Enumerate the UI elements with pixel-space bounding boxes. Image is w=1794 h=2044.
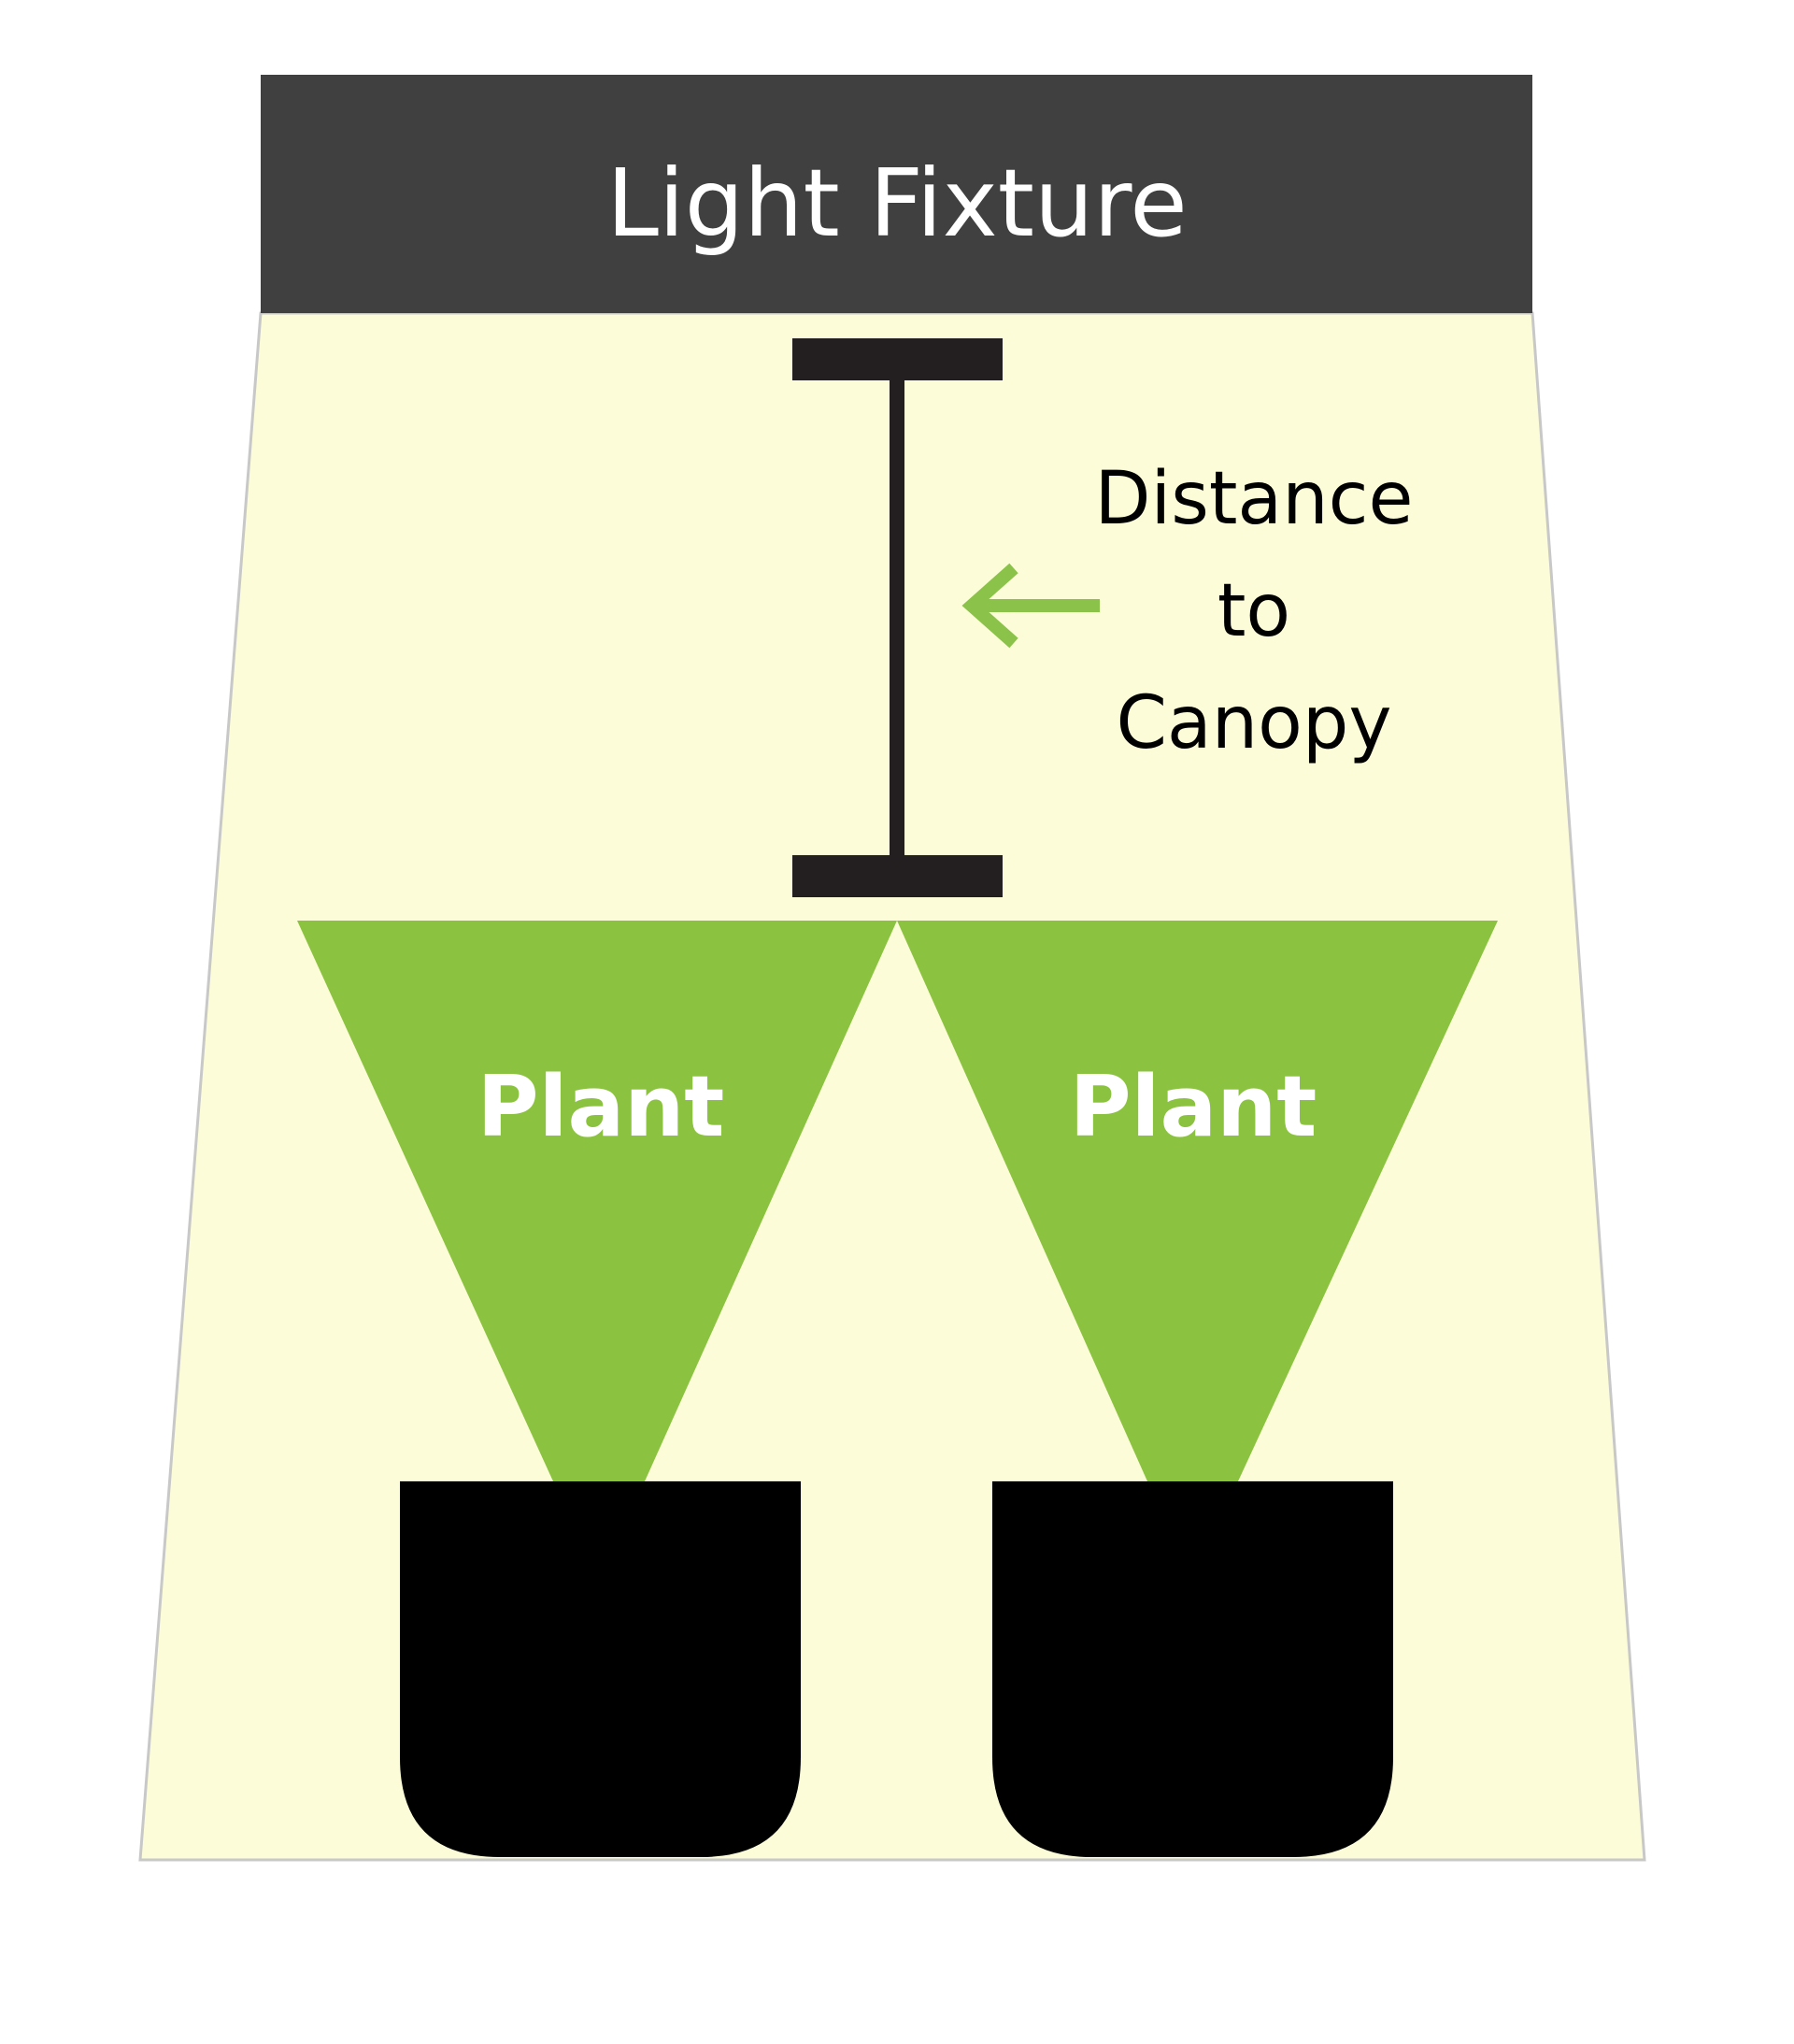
plant-label: Plant — [477, 1058, 725, 1156]
plant-foliage — [897, 921, 1498, 1481]
plant-pot — [992, 1481, 1393, 1857]
light-fixture — [261, 75, 1532, 313]
plant-foliage — [297, 921, 897, 1481]
distance-bar-top-cap — [792, 338, 1003, 380]
plant-2: Plant — [897, 921, 1498, 1857]
plant-1: Plant — [297, 921, 897, 1857]
distance-bar-stem — [890, 380, 904, 855]
distance-label-line-3: Canopy — [1116, 681, 1391, 765]
distance-label-line-1: Distance — [1094, 457, 1413, 541]
distance-bar-bottom-cap — [792, 855, 1003, 897]
light-fixture-label: Light Fixture — [606, 149, 1188, 258]
plant-pot — [400, 1481, 801, 1857]
distance-measure-bar — [792, 338, 1003, 897]
distance-label-line-2: to — [1217, 569, 1290, 653]
plant-label: Plant — [1070, 1058, 1317, 1156]
arrow-left-icon — [961, 563, 1100, 649]
